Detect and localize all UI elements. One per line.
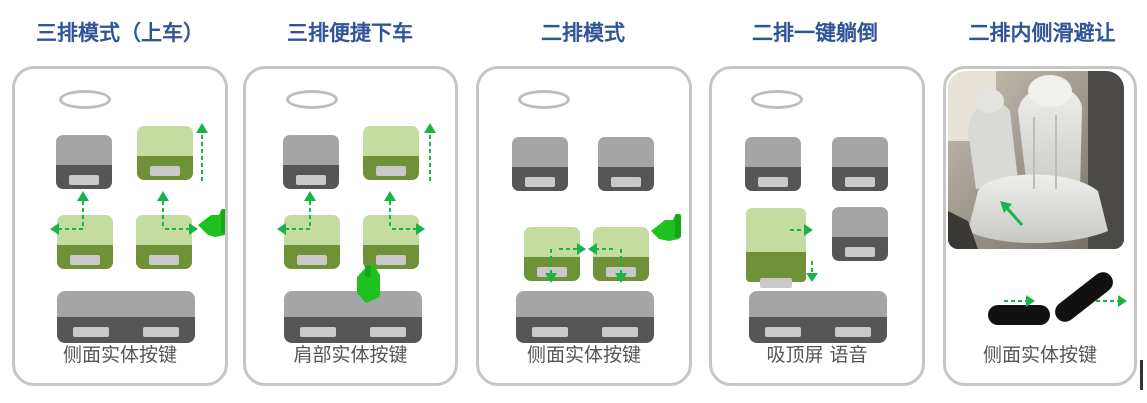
- mode-card-1: 侧面实体按键: [12, 66, 228, 386]
- seat-driver: [56, 135, 112, 189]
- seat-second-row-right: [136, 215, 192, 269]
- mode-title-2: 三排便捷下车: [287, 21, 413, 45]
- seat-third-row-bench: [284, 291, 422, 343]
- seat-interior-photo: [948, 71, 1124, 249]
- seat-driver: [745, 137, 801, 191]
- edge-marker: [1140, 360, 1143, 390]
- hand-press-icon: [651, 214, 681, 241]
- mode-card-4: 吸顶屏 语音: [709, 66, 925, 386]
- mode-title-3: 二排模式: [541, 21, 625, 45]
- seat-second-row-right: [832, 207, 888, 261]
- mode-caption-3: 侧面实体按键: [526, 344, 641, 366]
- mode-card-2: 肩部实体按键: [243, 66, 458, 386]
- steering-wheel-icon: [59, 90, 111, 109]
- seat-second-row-left-reclined: [746, 208, 806, 288]
- seat-second-row-left: [284, 215, 340, 269]
- seat-third-row-bench: [749, 291, 887, 343]
- seat-second-row-left: [524, 227, 580, 281]
- seat-second-row-right: [363, 215, 419, 269]
- mode-card-5: 侧面实体按键: [943, 66, 1137, 386]
- steering-wheel-icon: [286, 90, 338, 109]
- seat-second-row-right: [593, 227, 649, 281]
- mode-title-5: 二排内侧滑避让: [968, 21, 1116, 45]
- seat-front-passenger: [832, 137, 888, 191]
- seat-driver: [512, 137, 568, 191]
- seat-front-passenger: [598, 137, 654, 191]
- seat-second-row-left: [57, 215, 113, 269]
- mode-card-3: 侧面实体按键: [476, 66, 692, 386]
- mode-caption-4: 吸顶屏 语音: [766, 344, 868, 366]
- seat-third-row-bench: [516, 291, 654, 343]
- seat-third-row-bench: [57, 291, 195, 343]
- seat-front-passenger: [137, 126, 193, 180]
- mode-title-4: 二排一键躺倒: [752, 21, 878, 45]
- steering-wheel-icon: [518, 90, 570, 109]
- steering-wheel-icon: [751, 90, 803, 109]
- hand-press-icon: [198, 209, 225, 237]
- mode-caption-2: 肩部实体按键: [293, 344, 408, 366]
- seat-driver: [283, 135, 339, 189]
- mode-caption-1: 侧面实体按键: [62, 344, 177, 366]
- mode-title-1: 三排模式（上车）: [36, 21, 204, 45]
- seat-front-passenger: [363, 126, 419, 180]
- mode-caption-5: 侧面实体按键: [982, 344, 1097, 366]
